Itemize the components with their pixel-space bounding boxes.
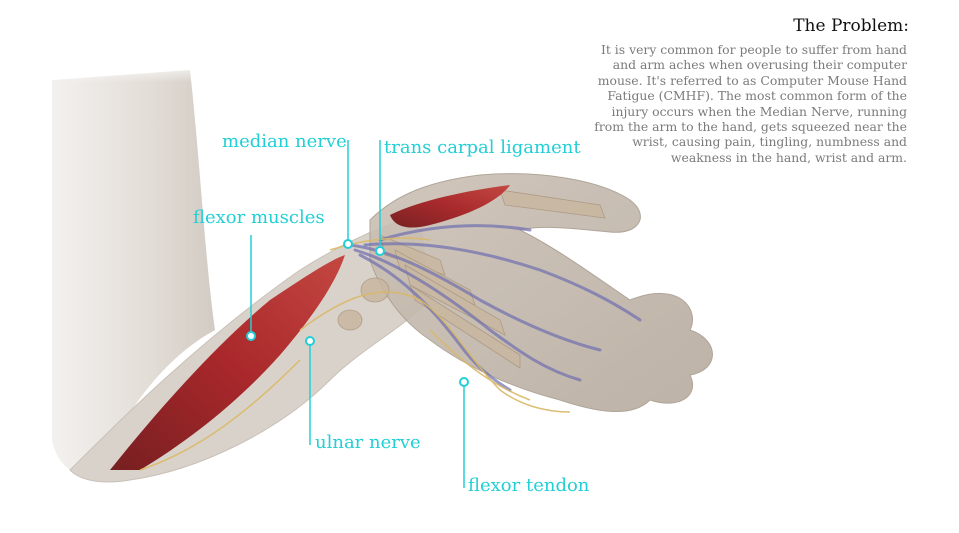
trans-carpal-ligament-label: trans carpal ligament (384, 137, 581, 158)
ulnar-nerve-marker (305, 336, 315, 346)
flexor-muscles-label: flexor muscles (193, 207, 325, 228)
trans-carpal-ligament-marker (375, 246, 385, 256)
nerves (348, 224, 642, 392)
flexor-muscle (110, 185, 510, 470)
median-nerve-marker (343, 239, 353, 249)
hand (369, 173, 713, 412)
leader-lines (250, 140, 465, 488)
ulnar-nerve-label: ulnar nerve (315, 432, 421, 453)
flexor-tendon-label: flexor tendon (468, 475, 590, 496)
upper-arm (40, 60, 215, 474)
flexor-tendon-marker (459, 377, 469, 387)
info-body: It is very common for people to suffer f… (594, 42, 907, 165)
tendons (139, 237, 571, 471)
flexor-muscles-marker (246, 331, 256, 341)
label-markers (246, 239, 469, 387)
info-title: The Problem: (793, 16, 909, 36)
median-nerve-label: median nerve (222, 131, 347, 152)
